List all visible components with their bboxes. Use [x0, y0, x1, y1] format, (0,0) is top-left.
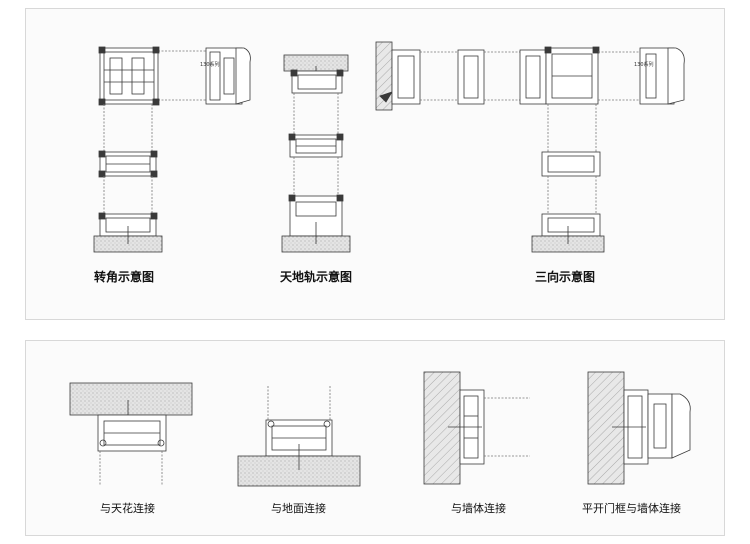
profile-note-right: 130系列	[634, 61, 654, 68]
caption-floor-connection: 与地面连接	[271, 502, 326, 515]
three-way-diagram: 130系列	[375, 41, 685, 253]
floor-connection-diagram	[237, 386, 361, 487]
profile-note-left: 130系列	[200, 61, 220, 68]
ceiling-connection-diagram	[69, 382, 193, 485]
wall-connection-diagram	[423, 371, 530, 485]
caption-ceiling-connection: 与天花连接	[100, 502, 155, 515]
door-frame-connection-diagram	[587, 371, 691, 485]
corner-diagram: 130系列	[93, 46, 251, 253]
caption-wall-connection: 与墙体连接	[451, 502, 506, 515]
caption-three-way: 三向示意图	[535, 270, 596, 284]
floor-ceiling-diagram	[281, 54, 351, 253]
caption-door-frame-connection: 平开门框与墙体连接	[582, 502, 681, 515]
caption-floor-ceiling: 天地轨示意图	[280, 270, 353, 284]
caption-corner: 转角示意图	[94, 270, 155, 284]
